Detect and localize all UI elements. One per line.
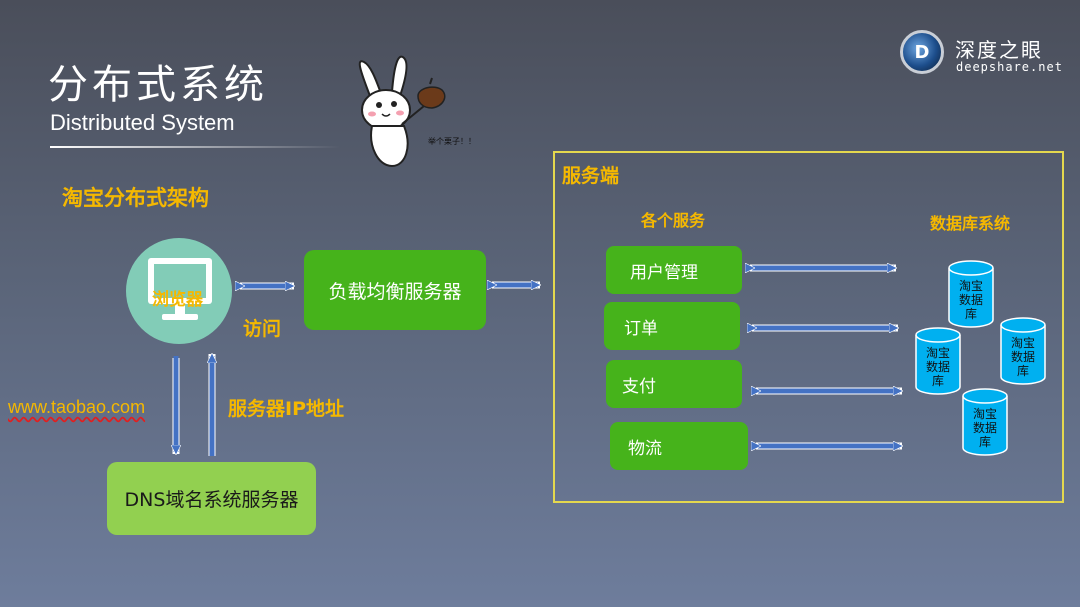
dns-server-label: DNS域名系统服务器 [124,489,299,511]
services-title: 各个服务 [641,211,706,230]
server-side-frame [553,151,1064,503]
title-divider [50,146,340,148]
service-label: 支付 [622,376,656,397]
url-label: www.taobao.com [8,397,146,417]
brand-domain: deepshare.net [956,60,1063,74]
service-payment: 支付 [606,360,742,408]
database-icon [962,388,1008,456]
database-system-title: 数据库系统 [930,214,1011,233]
page-title: 分布式系统 [48,62,268,108]
database-cylinder: 淘宝数据库 [962,388,1008,456]
service-label: 订单 [624,318,658,339]
rabbit-chestnut-icon [358,55,446,168]
ip-address-label: 服务器IP地址 [228,398,344,420]
database-label: 淘宝数据库 [972,407,997,449]
service-label: 用户管理 [630,262,698,283]
database-label: 淘宝数据库 [1010,336,1035,378]
mascot-caption: 举个栗子！！ [428,137,476,146]
page-subtitle-english: Distributed System [50,110,235,135]
brand-logo-icon: D [900,30,944,74]
database-label: 淘宝数据库 [925,346,950,388]
database-cylinder: 淘宝数据库 [915,327,961,395]
service-user-management: 用户管理 [606,246,742,294]
browser-label: 浏览器 [152,290,203,310]
monitor-icon [148,258,212,320]
service-label: 物流 [628,438,662,459]
database-cylinder: 淘宝数据库 [948,260,994,328]
dns-server-node: DNS域名系统服务器 [107,462,316,535]
server-side-title: 服务端 [562,165,620,187]
service-logistics: 物流 [610,422,748,470]
visit-label: 访问 [243,318,282,340]
load-balancer-node: 负载均衡服务器 [304,250,486,330]
database-icon [1000,317,1046,385]
database-icon [915,327,961,395]
service-orders: 订单 [604,302,740,350]
load-balancer-label: 负载均衡服务器 [328,280,462,303]
database-icon [948,260,994,328]
diagram-subtitle: 淘宝分布式架构 [62,186,209,210]
database-cylinder: 淘宝数据库 [1000,317,1046,385]
database-label: 淘宝数据库 [958,279,983,321]
brand-name: 深度之眼 [955,38,1043,62]
